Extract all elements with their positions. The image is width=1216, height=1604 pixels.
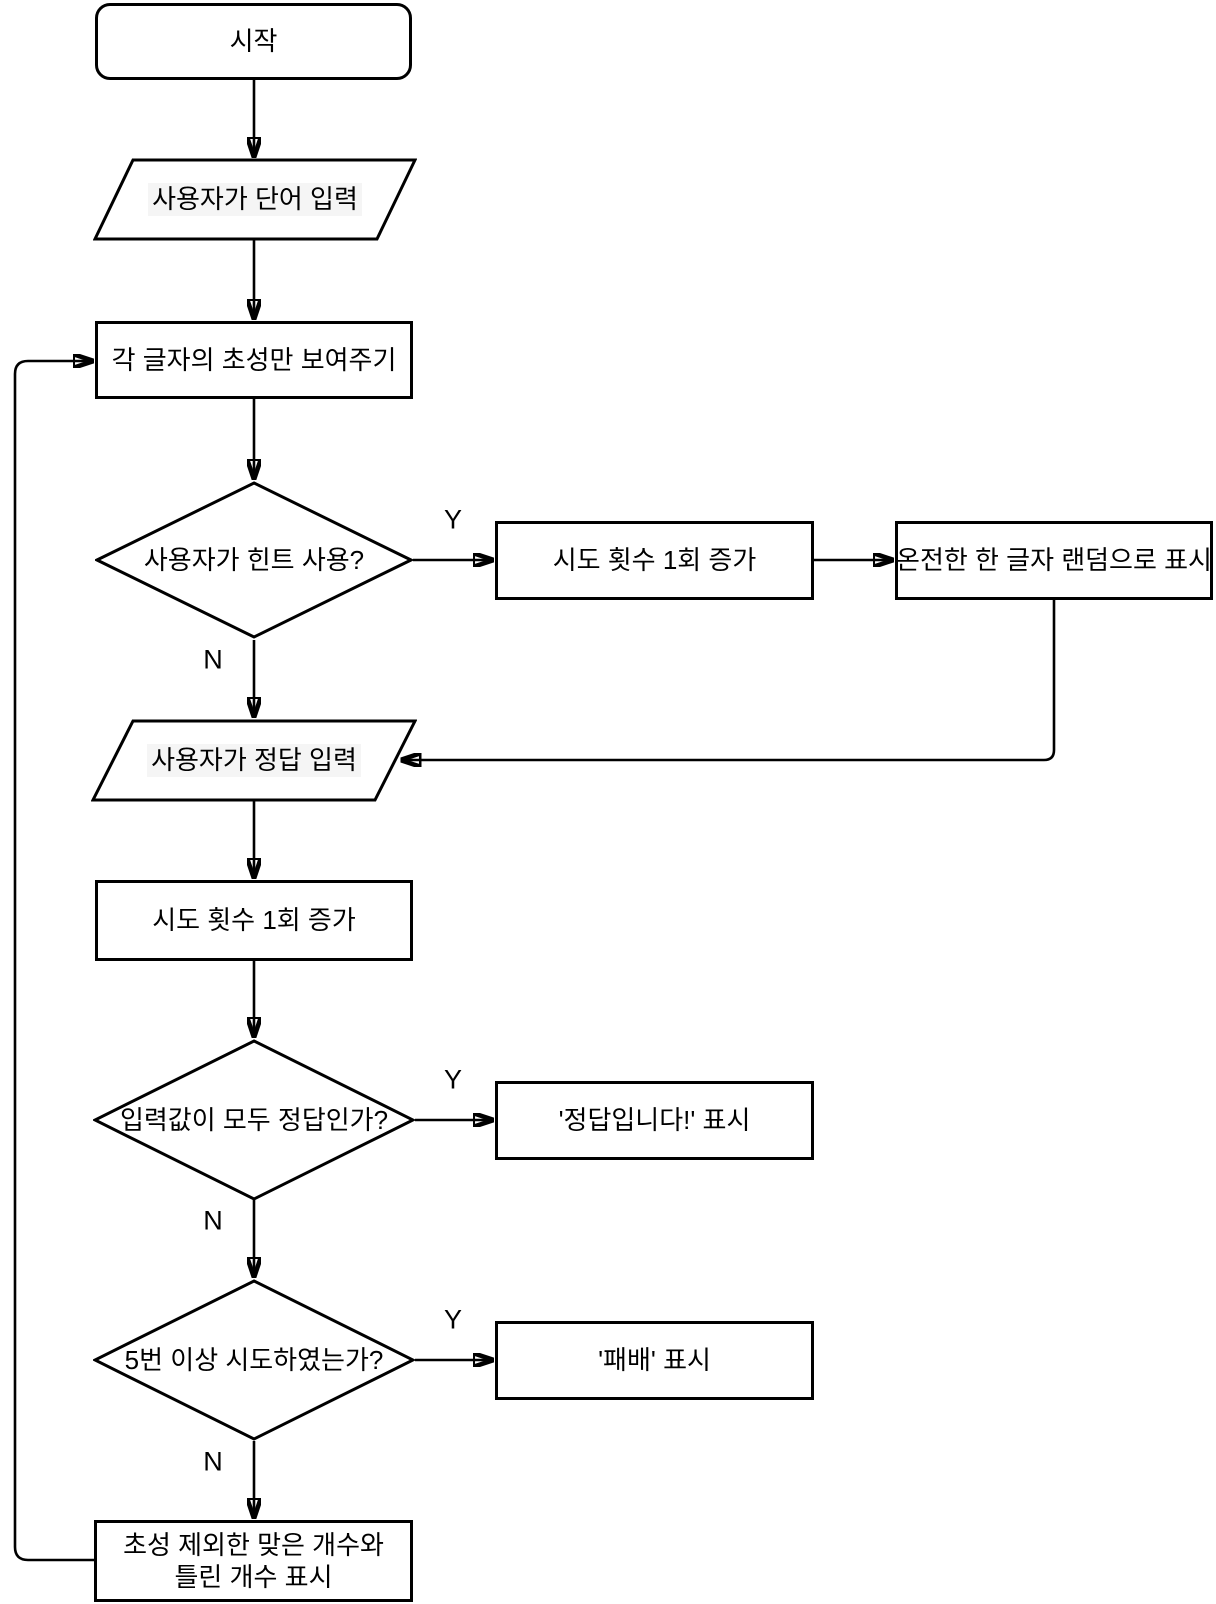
- all-correct-label: 입력값이 모두 정답인가?: [119, 1104, 389, 1135]
- branch-label-no-correct: N: [200, 1205, 226, 1237]
- show-defeat-label: '패배' 표시: [598, 1345, 711, 1376]
- attempts-inc-hint-label: 시도 횟수 1회 증가: [552, 545, 757, 576]
- input-word-node: 사용자가 단어 입력: [93, 158, 417, 241]
- input-word-label: 사용자가 단어 입력: [148, 183, 362, 216]
- show-choseong-node: 각 글자의 초성만 보여주기: [95, 321, 413, 399]
- attempts-inc-label: 시도 횟수 1회 증가: [152, 905, 356, 936]
- five-attempts-decision: 5번 이상 시도하였는가?: [93, 1279, 415, 1441]
- edge-reveal-letter-to-input-answer: [402, 600, 1056, 760]
- show-defeat-node: '패배' 표시: [495, 1321, 814, 1400]
- show-counts-label: 초성 제외한 맞은 개수와 틀린 개수 표시: [123, 1529, 384, 1593]
- branch-label-yes-correct: Y: [440, 1064, 466, 1096]
- attempts-inc-node: 시도 횟수 1회 증가: [95, 880, 413, 961]
- branch-label-no-hint: N: [200, 644, 226, 676]
- diamond-shape: [95, 481, 413, 639]
- hint-used-label: 사용자가 힌트 사용?: [143, 544, 365, 575]
- branch-label-yes-hint: Y: [440, 504, 466, 536]
- branch-label-yes-five: Y: [440, 1304, 466, 1336]
- attempts-inc-hint-node: 시도 횟수 1회 증가: [495, 521, 814, 600]
- start-label: 시작: [229, 26, 278, 57]
- diamond-shape: [93, 1039, 415, 1201]
- start-node: 시작: [95, 3, 412, 80]
- show-correct-node: '정답입니다!' 표시: [495, 1081, 814, 1160]
- reveal-letter-label: 온전한 한 글자 랜덤으로 표시: [896, 545, 1212, 576]
- hint-used-decision: 사용자가 힌트 사용?: [95, 481, 413, 639]
- show-correct-label: '정답입니다!' 표시: [558, 1105, 751, 1136]
- input-answer-label: 사용자가 정답 입력: [147, 744, 361, 777]
- all-correct-decision: 입력값이 모두 정답인가?: [93, 1039, 415, 1201]
- show-counts-node: 초성 제외한 맞은 개수와 틀린 개수 표시: [94, 1520, 413, 1602]
- reveal-letter-node: 온전한 한 글자 랜덤으로 표시: [895, 521, 1213, 600]
- input-answer-node: 사용자가 정답 입력: [91, 719, 417, 802]
- diamond-shape: [93, 1279, 415, 1441]
- show-choseong-label: 각 글자의 초성만 보여주기: [111, 344, 397, 375]
- branch-label-no-five: N: [200, 1446, 226, 1478]
- edge-show-counts-loop-to-show-choseong: [13, 361, 94, 1562]
- five-attempts-label: 5번 이상 시도하였는가?: [124, 1344, 384, 1375]
